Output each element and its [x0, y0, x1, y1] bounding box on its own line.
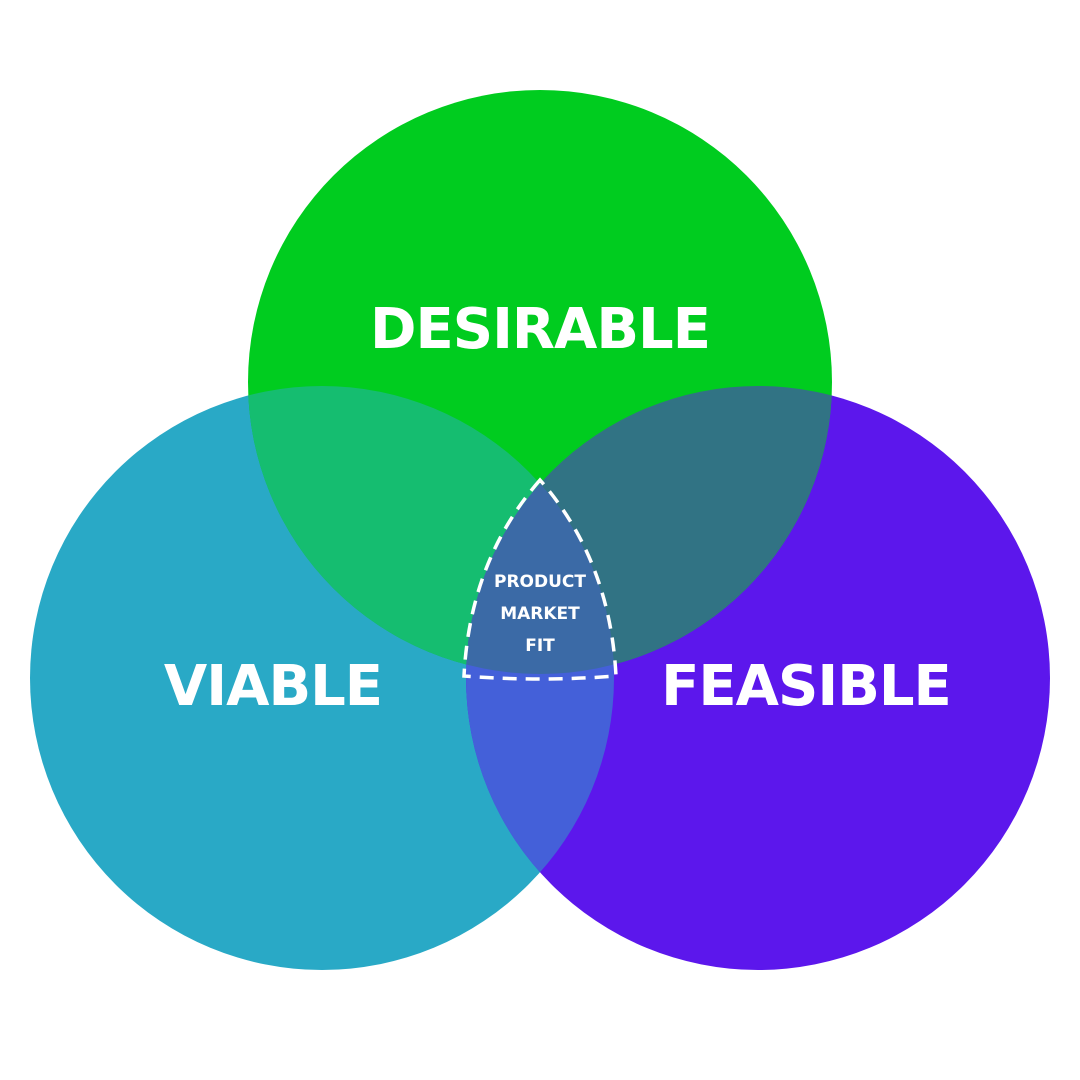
center-label-line-3: FIT [525, 636, 555, 656]
center-dashed-outline [462, 477, 618, 681]
label-desirable: DESIRABLE [370, 297, 710, 362]
center-label-line-2: MARKET [500, 604, 580, 624]
overlap-desirable-viable [248, 386, 614, 674]
label-viable: VIABLE [164, 654, 382, 719]
center-label-line-1: PRODUCT [494, 572, 586, 592]
overlap-desirable-feasible [466, 386, 832, 674]
label-feasible: FEASIBLE [661, 654, 951, 719]
